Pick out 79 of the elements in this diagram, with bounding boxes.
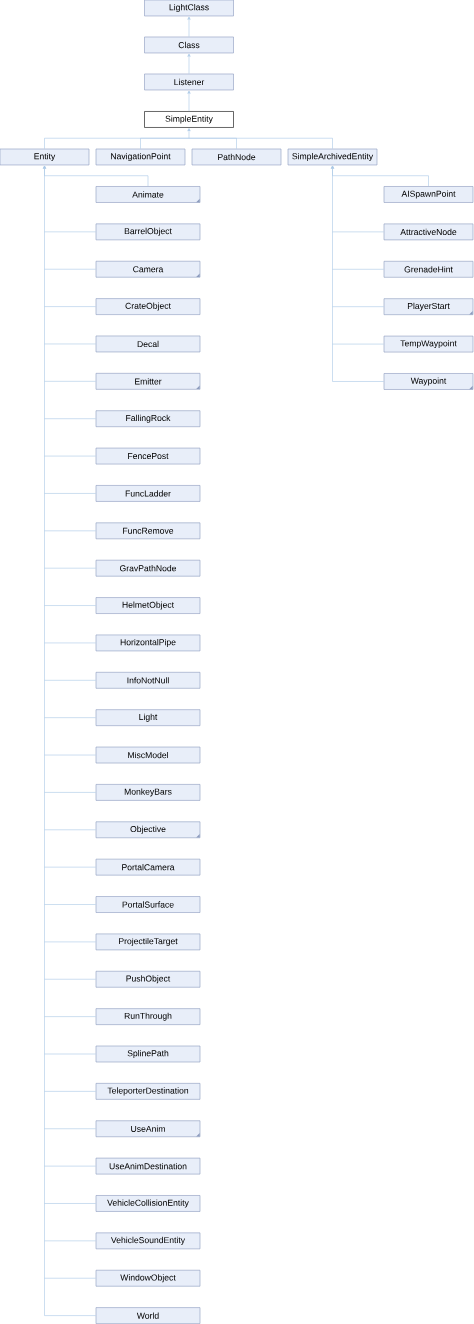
class-box: TeleporterDestination <box>95 1083 201 1100</box>
connector-line <box>44 1016 96 1017</box>
connector-line <box>44 381 96 382</box>
connector-line <box>44 792 96 793</box>
class-box: FallingRock <box>95 410 201 427</box>
connector-line <box>44 1277 96 1279</box>
class-box: NavigationPoint <box>95 148 186 166</box>
class-box: CrateObject <box>95 298 201 315</box>
class-box: VehicleSoundEntity <box>95 1232 201 1250</box>
class-box: Entity <box>0 148 90 166</box>
class-box: PlayerStart <box>383 298 474 315</box>
class-box: World <box>95 1307 201 1324</box>
class-box: Waypoint <box>383 373 474 390</box>
class-box: PortalSurface <box>95 896 201 913</box>
connector-line <box>44 1165 96 1167</box>
connector-line <box>44 231 96 233</box>
class-box: FuncRemove <box>95 522 201 540</box>
class-box: UseAnim <box>95 1120 201 1138</box>
class-box: ProjectileTarget <box>95 933 201 951</box>
connector-line <box>44 1315 96 1316</box>
class-box: SimpleEntity <box>144 111 234 128</box>
connector-line <box>332 306 384 307</box>
class-box: Animate <box>95 186 201 203</box>
connector-line <box>140 137 190 149</box>
connector-line <box>44 1240 96 1242</box>
connector-line <box>188 137 333 149</box>
class-box: MiscModel <box>95 746 201 764</box>
class-box: VehicleCollisionEntity <box>95 1195 201 1212</box>
class-box: UseAnimDestination <box>95 1157 201 1175</box>
class-box: FencePost <box>95 447 201 465</box>
class-box: HelmetObject <box>95 597 201 614</box>
connector-line <box>44 680 96 681</box>
class-box: Light <box>95 709 201 726</box>
inheritance-arrow <box>42 165 47 177</box>
connector-line <box>44 1091 96 1092</box>
class-box: AttractiveNode <box>383 223 474 241</box>
inheritance-arrow <box>330 165 335 177</box>
class-box: Emitter <box>95 373 201 390</box>
connector-line <box>44 1128 96 1130</box>
connector-line <box>44 866 96 868</box>
class-box: AISpawnPoint <box>383 186 474 203</box>
class-box: SimpleArchivedEntity <box>287 148 378 166</box>
class-box: Decal <box>95 335 201 353</box>
connector-line <box>44 829 96 831</box>
class-box: Class <box>144 36 234 54</box>
class-box: InfoNotNull <box>95 672 201 689</box>
connector-line <box>332 269 384 270</box>
class-box: PortalCamera <box>95 858 201 876</box>
connector-line <box>44 567 96 569</box>
class-box: GravPathNode <box>95 559 201 577</box>
class-box: LightClass <box>144 0 234 17</box>
connector-line <box>44 306 96 307</box>
connector-line <box>44 717 96 718</box>
connector-line <box>44 493 96 494</box>
connector-line <box>332 381 384 382</box>
class-box: Objective <box>95 821 201 839</box>
connector-line <box>332 175 429 187</box>
class-box: BarrelObject <box>95 223 201 241</box>
class-box: FuncLadder <box>95 485 201 502</box>
class-box: WindowObject <box>95 1269 201 1287</box>
connector-line <box>332 231 384 233</box>
connector-line <box>44 1203 96 1204</box>
connector-line <box>44 268 96 270</box>
class-box: PathNode <box>191 148 282 166</box>
class-box: MonkeyBars <box>95 784 201 801</box>
connector-line <box>44 418 96 419</box>
class-box: Listener <box>144 73 234 91</box>
connector-line <box>44 175 149 187</box>
class-box: GrenadeHint <box>383 260 474 278</box>
connector-line <box>44 904 96 905</box>
class-box: SplinePath <box>95 1045 201 1063</box>
connector-line <box>44 530 96 532</box>
class-box: HorizontalPipe <box>95 634 201 652</box>
connector-line <box>44 605 96 606</box>
class-box: PushObject <box>95 970 201 988</box>
class-box: Camera <box>95 260 201 278</box>
class-box: TempWaypoint <box>383 335 474 353</box>
connector-line <box>44 978 96 980</box>
class-box: RunThrough <box>95 1008 201 1025</box>
